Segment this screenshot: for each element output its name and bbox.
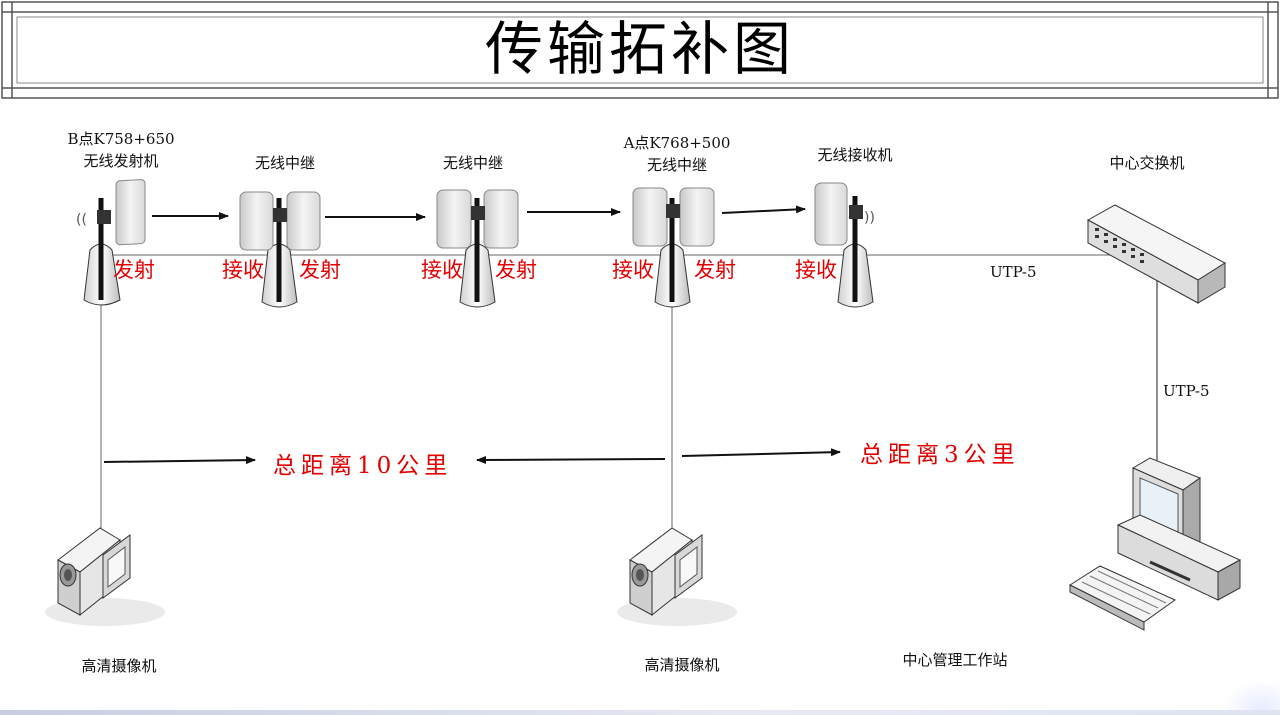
label-relay-2: 无线中继	[442, 154, 503, 172]
label-b-point-transmitter: 无线发射机	[83, 152, 159, 170]
wireless-arrow-4	[721, 205, 806, 214]
label-switch: 中心交换机	[1109, 154, 1185, 172]
distance-arrow-right	[681, 448, 841, 457]
label-a-point-coordinate: A点K768+500	[623, 134, 731, 152]
utp-label-horizontal: UTP-5	[990, 263, 1037, 281]
label-relay-1: 无线中继	[254, 154, 315, 172]
signal-transmit-2: 发射	[299, 258, 341, 282]
banner-frame	[1, 1, 1279, 99]
signal-receive-1: 接收	[222, 258, 264, 282]
distance-arrow-left	[103, 456, 256, 465]
bottom-divider	[0, 710, 1280, 715]
tower-a-relay	[632, 187, 715, 308]
label-receiver: 无线接收机	[817, 146, 893, 164]
distance-arrow-mid	[476, 455, 666, 464]
page-title: 传输拓补图	[484, 15, 795, 83]
signal-receive-4: 接收	[795, 258, 837, 282]
signal-receive-3: 接收	[612, 258, 654, 282]
label-a-point-relay: 无线中继	[646, 156, 707, 174]
title-banner: 传输拓补图	[0, 0, 1280, 100]
tower-b-transmitter: ((	[76, 179, 146, 306]
distance-label-left: 总距离10公里	[273, 453, 453, 479]
network-switch	[1086, 204, 1226, 304]
signal-transmit-1: 发射	[113, 258, 155, 282]
distance-label-right: 总距离3公里	[860, 442, 1020, 468]
tower-relay-1	[239, 191, 321, 308]
tower-receiver: ))	[814, 182, 875, 308]
svg-text:((: ((	[76, 212, 87, 228]
signal-transmit-4: 发射	[694, 258, 736, 282]
camera-2	[617, 527, 737, 626]
workstation-computer	[1068, 457, 1242, 631]
label-camera-2: 高清摄像机	[644, 656, 720, 674]
label-camera-1: 高清摄像机	[81, 657, 157, 675]
signal-transmit-3: 发射	[495, 258, 537, 282]
utp-label-vertical: UTP-5	[1163, 382, 1210, 400]
corner-glow	[1220, 680, 1280, 715]
label-b-point-coordinate: B点K758+650	[67, 130, 175, 148]
signal-receive-2: 接收	[421, 258, 463, 282]
tower-relay-2	[436, 189, 519, 308]
camera-1	[45, 527, 165, 626]
label-workstation: 中心管理工作站	[902, 651, 1008, 669]
svg-text:)): ))	[864, 210, 875, 226]
